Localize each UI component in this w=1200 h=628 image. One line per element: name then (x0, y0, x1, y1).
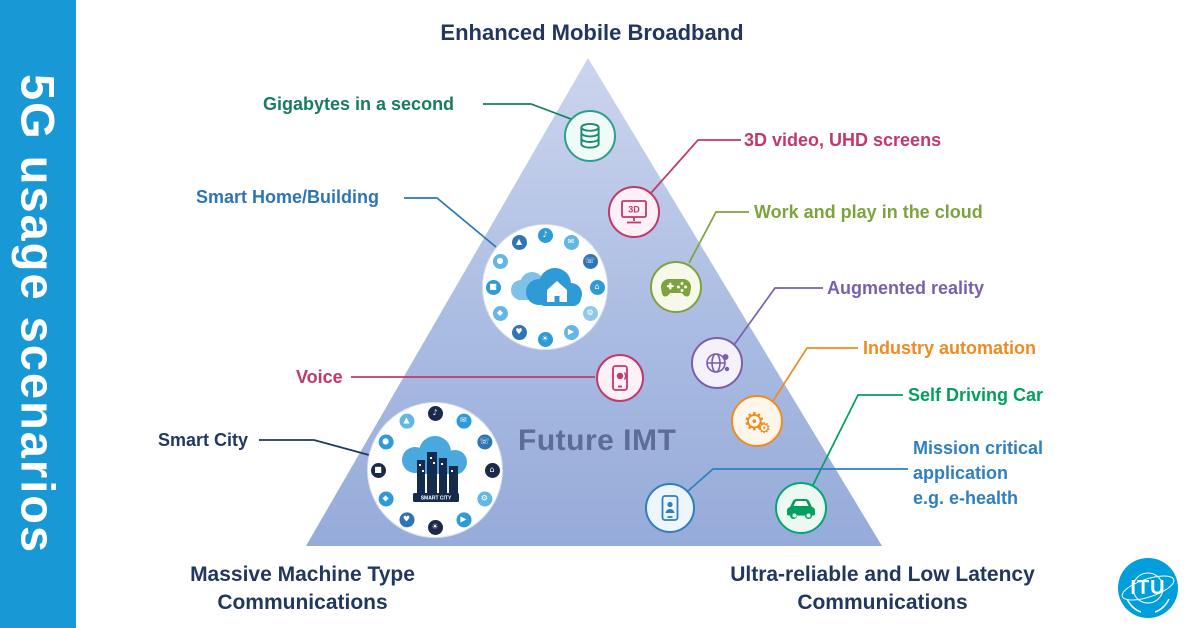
itu-logo-text: ITU (1130, 576, 1166, 599)
label-line: Mission critical (913, 438, 1044, 458)
game-controller-icon (661, 279, 691, 297)
label-self-driving-car: Self Driving Car (908, 385, 1044, 405)
heading-line: Ultra-reliable and Low Latency (730, 563, 1035, 586)
3d-video-icon-circle: 3D (608, 186, 660, 238)
device-icon: ☏ (476, 434, 492, 449)
device-icon: ▲ (511, 234, 527, 250)
label-3d-video: 3D video, UHD screens (744, 130, 942, 150)
label-mission-critical: Mission critical application e.g. e-heal… (913, 436, 1043, 511)
device-icon: ⚙ (582, 305, 598, 321)
device-icon: ♪ (427, 405, 443, 421)
device-icon: ♥ (511, 324, 527, 340)
device-icon: ▶ (456, 511, 471, 527)
connector-cloud-line (688, 211, 749, 264)
voice-icon-circle (596, 354, 644, 402)
phone-user-icon (661, 495, 679, 521)
smart-city-cluster-circle: ♪ ✉ ☏ ⌂ ⚙ ▶ ☀ ♥ ◆ ■ ● ▲ (367, 402, 503, 538)
self-driving-car-icon-circle (775, 482, 827, 534)
connector-gigabytes-line (483, 103, 572, 120)
3d-monitor-icon: 3D (621, 200, 647, 224)
device-icon: ⌂ (484, 462, 500, 478)
connector-smart-home-line (404, 197, 497, 248)
device-icon: ⚙ (476, 491, 492, 506)
device-icon: ☀ (537, 331, 553, 347)
augmented-reality-icon-circle (691, 337, 743, 389)
gears-icon: ⚙ ⚙ (743, 406, 771, 437)
gear-glyph-large: ⚙ (743, 406, 766, 436)
device-icon: ✉ (563, 234, 579, 250)
future-imt-label: Future IMT (518, 424, 677, 457)
smart-home-cloud-icon (511, 268, 582, 306)
heading-line: Communications (797, 591, 968, 614)
label-line: e.g. e-health (913, 488, 1019, 508)
connector-industry-line (772, 347, 858, 402)
device-icon: ■ (370, 462, 386, 478)
car-icon (787, 499, 815, 519)
heading-mmtc: Massive Machine Type Communications (130, 561, 475, 617)
industry-automation-icon-circle: ⚙ ⚙ (731, 395, 783, 447)
device-icon: ✉ (456, 413, 471, 429)
monitor-3d-text: 3D (628, 205, 640, 215)
label-smart-city: Smart City (158, 430, 249, 450)
itu-logo-emblem (1118, 558, 1178, 618)
gigabytes-icon-circle (564, 110, 616, 162)
database-icon (580, 122, 600, 149)
device-icon: ● (378, 434, 394, 449)
device-icon: ▲ (399, 413, 414, 429)
globe-network-icon (706, 353, 730, 373)
label-gigabytes: Gigabytes in a second (263, 94, 455, 114)
heading-line: Massive Machine Type (190, 563, 415, 586)
itu-logo: ITU (1116, 556, 1180, 620)
device-icon: ▶ (563, 324, 579, 340)
device-icon: ● (492, 253, 508, 269)
label-cloud-work-play: Work and play in the cloud (754, 202, 983, 222)
device-icon: ◆ (378, 491, 394, 506)
mission-critical-icon-circle (645, 483, 695, 533)
device-icon: ⌂ (589, 279, 605, 295)
device-icon: ♪ (537, 227, 553, 243)
label-industry-automation: Industry automation (863, 338, 1037, 358)
heading-line: Communications (217, 591, 388, 614)
connector-ar-line (733, 287, 823, 346)
device-icon: ◆ (492, 305, 508, 321)
smartphone-icon (612, 365, 628, 391)
connector-smart-city-line (259, 439, 370, 456)
label-augmented-reality: Augmented reality (827, 278, 985, 298)
heading-embb: Enhanced Mobile Broadband (440, 20, 744, 45)
device-icon: ■ (485, 279, 501, 295)
label-smart-home: Smart Home/Building (196, 187, 380, 207)
heading-urllc: Ultra-reliable and Low Latency Communica… (690, 561, 1075, 617)
cloud-gaming-icon-circle (650, 261, 702, 313)
connector-3d-video-line (650, 139, 741, 194)
smart-home-cluster-circle: ♪ ✉ ☏ ⌂ ⚙ ▶ ☀ ♥ ◆ ■ ● ▲ (482, 224, 608, 350)
smart-city-badge-text: SMART CITY (421, 496, 452, 502)
smart-city-cloud-icon: SMART CITY (402, 436, 467, 502)
device-icon: ♥ (399, 511, 414, 527)
gear-glyph-small: ⚙ (757, 418, 771, 437)
device-icon: ☏ (582, 253, 598, 269)
label-voice: Voice (296, 367, 343, 387)
device-icon: ☀ (427, 519, 443, 535)
page-title: 5G usage scenarios (11, 73, 65, 555)
label-line: application (913, 463, 1009, 483)
connector-car-line (812, 394, 903, 486)
sidebar-banner: 5G usage scenarios (0, 0, 76, 628)
